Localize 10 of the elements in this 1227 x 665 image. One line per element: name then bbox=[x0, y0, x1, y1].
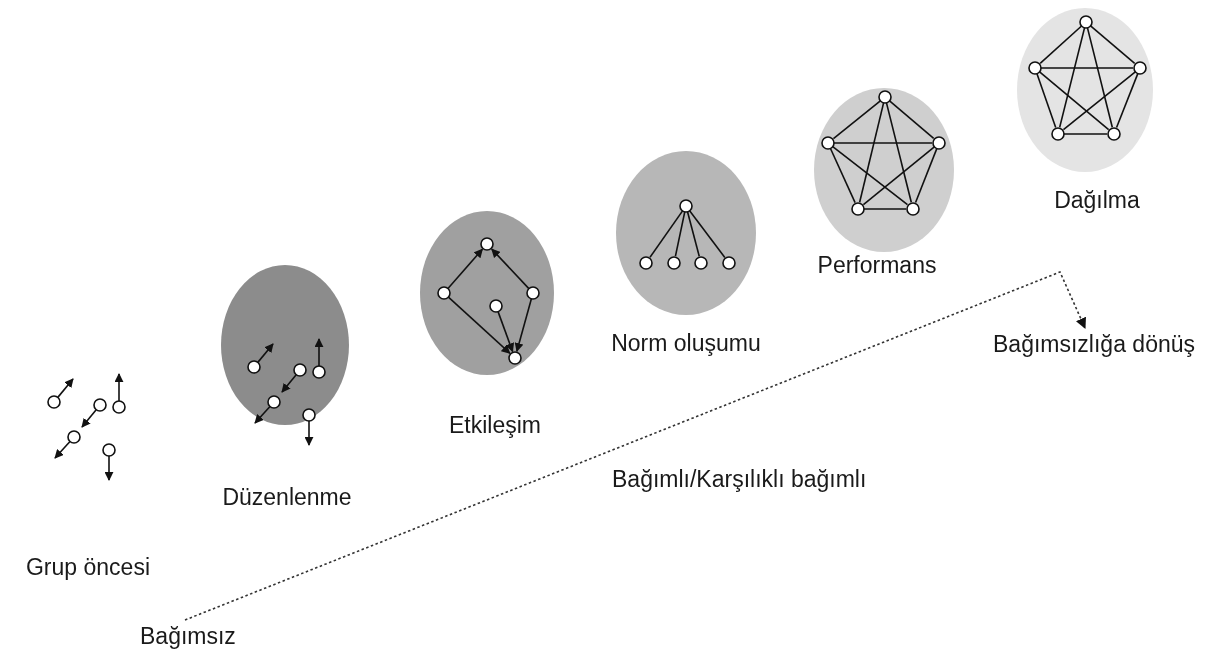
stage-label: Bağımsızlığa dönüş bbox=[993, 330, 1195, 358]
axis-label: Bağımlı/Karşılıklı bağımlı bbox=[612, 465, 867, 493]
stage-label: Grup öncesi bbox=[26, 553, 150, 581]
stage-label: Bağımsız bbox=[140, 622, 236, 650]
stage-label: Norm oluşumu bbox=[611, 329, 761, 357]
stage-label: Etkileşim bbox=[449, 411, 541, 439]
dotted-arrow bbox=[184, 270, 1086, 621]
stage-label: Performans bbox=[817, 251, 937, 279]
stage-label: Düzenlenme bbox=[222, 483, 352, 511]
stage-label: Dağılma bbox=[1054, 186, 1140, 214]
